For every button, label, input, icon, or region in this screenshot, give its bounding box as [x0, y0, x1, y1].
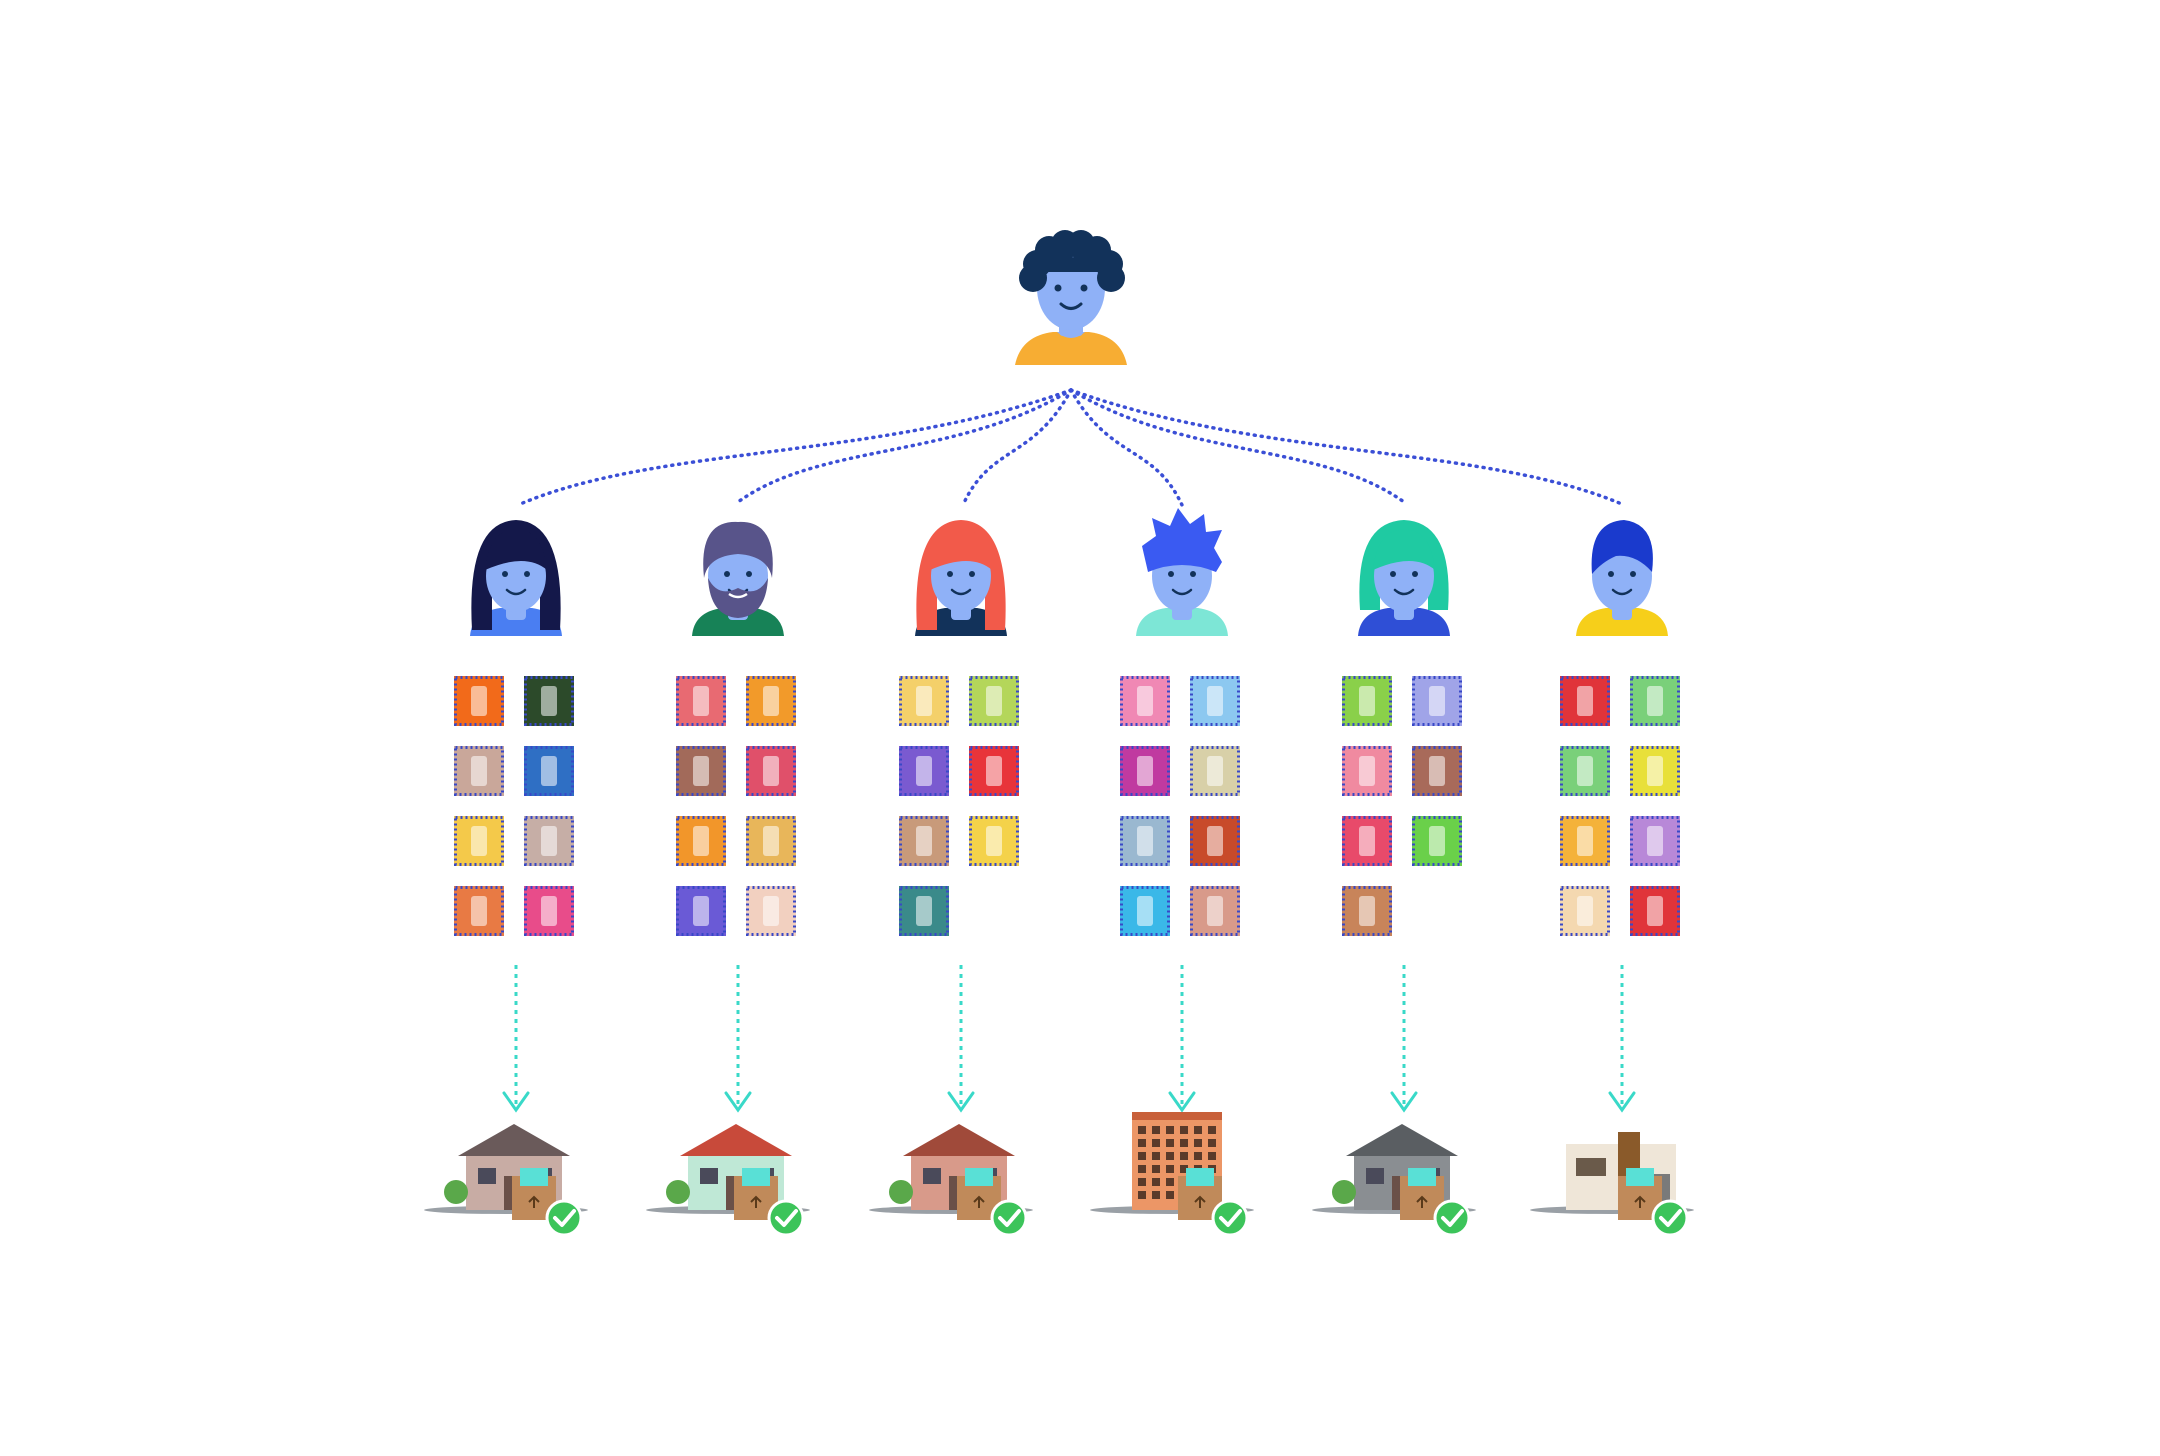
- gift-item-icon: [454, 676, 504, 726]
- connector-line-4: [1069, 388, 1184, 507]
- gift-item-icon: [899, 816, 949, 866]
- parcel-icon: [512, 1168, 556, 1220]
- gift-item-icon: [1190, 886, 1240, 936]
- check-icon: [1651, 1199, 1689, 1237]
- gift-item-icon: [1412, 676, 1462, 726]
- gift-item-icon: [454, 886, 504, 936]
- gift-item-icon: [899, 886, 949, 936]
- gift-item-icon: [1630, 886, 1680, 936]
- delivery-arrow-icon: [1390, 965, 1418, 1113]
- apartment-building-icon: [1090, 1112, 1254, 1237]
- gift-item-icon: [1342, 676, 1392, 726]
- gift-item-icon: [1560, 676, 1610, 726]
- gift-item-icon: [1120, 676, 1170, 726]
- check-icon: [767, 1199, 805, 1237]
- check-icon: [990, 1199, 1028, 1237]
- connector-line-1: [516, 388, 1073, 507]
- participant-avatar-icon: [1576, 520, 1668, 636]
- gift-item-icon: [1560, 816, 1610, 866]
- gift-item-icon: [969, 746, 1019, 796]
- gift-item-icon: [1412, 746, 1462, 796]
- participant-4: [1090, 508, 1254, 1237]
- gift-item-icon: [1630, 816, 1680, 866]
- gift-item-icon: [676, 816, 726, 866]
- gift-item-icon: [454, 746, 504, 796]
- parcel-icon: [1618, 1168, 1662, 1220]
- gift-item-icon: [524, 676, 574, 726]
- gift-item-icon: [969, 676, 1019, 726]
- connector-lines: [516, 388, 1626, 507]
- gift-item-icon: [1190, 816, 1240, 866]
- participant-1: [424, 520, 588, 1237]
- participant-6: [1530, 520, 1694, 1237]
- gift-item-icon: [899, 746, 949, 796]
- gift-item-icon: [746, 676, 796, 726]
- gift-item-icon: [1120, 886, 1170, 936]
- participant-2: [646, 521, 810, 1237]
- gift-item-icon: [1412, 816, 1462, 866]
- participant-3: [869, 520, 1033, 1237]
- cottage-icon: [646, 1124, 810, 1237]
- participants: [424, 508, 1694, 1237]
- gift-item-icon: [746, 886, 796, 936]
- gray-house-icon: [1312, 1124, 1476, 1237]
- gift-item-icon: [1630, 746, 1680, 796]
- gift-item-icon: [1342, 746, 1392, 796]
- connector-line-2: [736, 388, 1073, 504]
- gift-item-icon: [524, 746, 574, 796]
- gift-item-icon: [1560, 886, 1610, 936]
- parcel-icon: [1178, 1168, 1222, 1220]
- connector-line-5: [1069, 388, 1406, 504]
- two-story-house-icon: [869, 1124, 1033, 1237]
- modern-house-icon: [1530, 1132, 1694, 1237]
- gift-item-icon: [1630, 676, 1680, 726]
- gift-item-icon: [969, 816, 1019, 866]
- gift-item-icon: [1120, 816, 1170, 866]
- participant-5: [1312, 520, 1476, 1237]
- gift-item-icon: [1190, 746, 1240, 796]
- participant-avatar-icon: [470, 520, 562, 636]
- gift-item-icon: [1342, 816, 1392, 866]
- check-icon: [1211, 1199, 1249, 1237]
- gift-item-icon: [1190, 676, 1240, 726]
- gift-item-icon: [524, 816, 574, 866]
- delivery-arrow-icon: [1168, 965, 1196, 1113]
- gift-item-icon: [454, 816, 504, 866]
- participant-avatar-icon: [692, 521, 784, 636]
- participant-avatar-icon: [1358, 520, 1450, 636]
- connector-line-6: [1069, 388, 1626, 507]
- check-icon: [545, 1199, 583, 1237]
- delivery-arrow-icon: [724, 965, 752, 1113]
- suburban-house-icon: [424, 1124, 588, 1237]
- participant-avatar-icon: [915, 520, 1007, 636]
- delivery-arrow-icon: [947, 965, 975, 1113]
- gift-item-icon: [899, 676, 949, 726]
- organizer-avatar-icon: [1015, 230, 1127, 365]
- gift-item-icon: [676, 886, 726, 936]
- gift-item-icon: [676, 676, 726, 726]
- gift-item-icon: [524, 886, 574, 936]
- participant-avatar-icon: [1136, 508, 1228, 636]
- gift-item-icon: [1120, 746, 1170, 796]
- gift-item-icon: [1342, 886, 1392, 936]
- gift-item-icon: [676, 746, 726, 796]
- connector-line-3: [961, 388, 1073, 507]
- gift-item-icon: [746, 746, 796, 796]
- gift-item-icon: [1560, 746, 1610, 796]
- check-icon: [1433, 1199, 1471, 1237]
- delivery-arrow-icon: [1608, 965, 1636, 1113]
- delivery-arrow-icon: [502, 965, 530, 1113]
- gift-item-icon: [746, 816, 796, 866]
